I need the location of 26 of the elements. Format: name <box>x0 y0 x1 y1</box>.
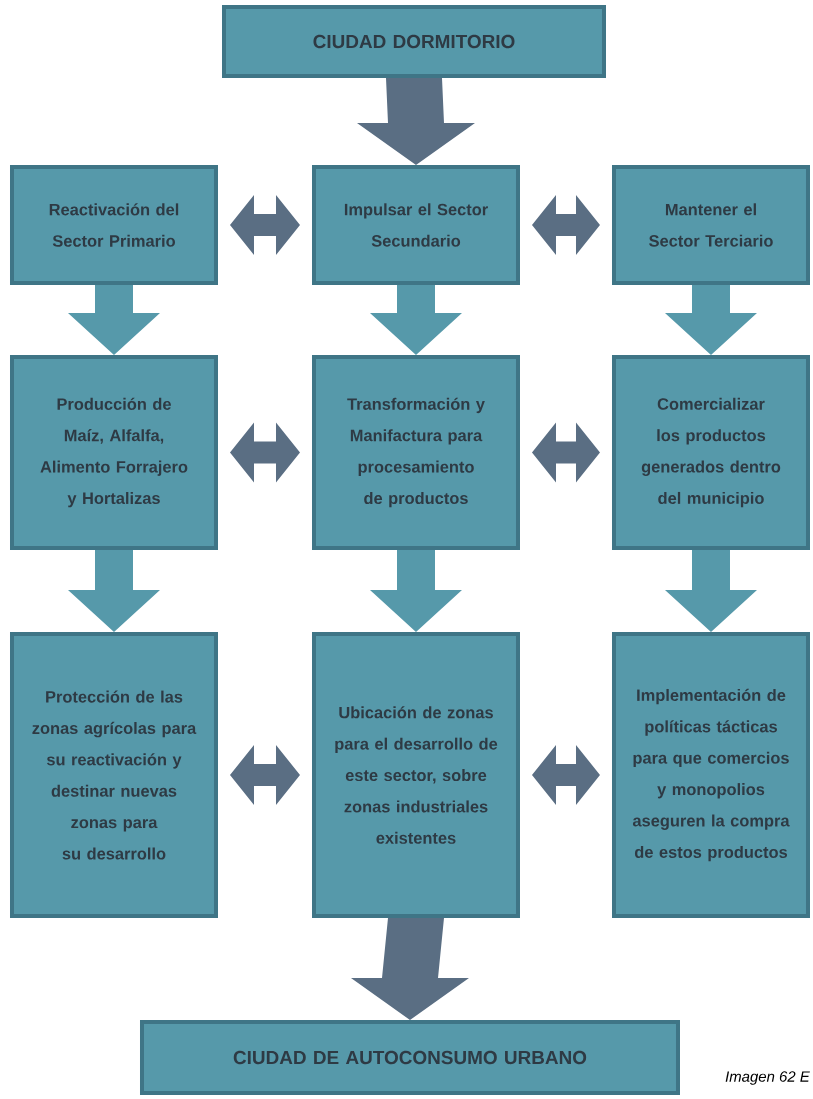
process-box: CIUDAD DE AUTOCONSUMO URBANO <box>140 1020 680 1095</box>
process-box: Comercializar los productos generados dentro del municipio <box>612 355 810 550</box>
block-arrow <box>532 745 600 805</box>
block-arrow <box>370 285 462 355</box>
block-arrow <box>68 285 160 355</box>
block-arrow <box>665 285 757 355</box>
process-box: Transformación y Manifactura para procesamiento de productos <box>312 355 520 550</box>
process-box: Mantener el Sector Terciario <box>612 165 810 285</box>
process-box: Ubicación de zonas para el desarrollo de este sector, sobre zonas industriales existentes <box>312 632 520 918</box>
process-box: Implementación de políticas tácticas para que comercios y monopolios aseguren la compra de estos productos <box>612 632 810 918</box>
block-arrow <box>665 550 757 632</box>
process-box: Reactivación del Sector Primario <box>10 165 218 285</box>
block-arrow <box>230 422 300 483</box>
block-arrow <box>351 918 469 1020</box>
block-arrow <box>532 422 600 483</box>
process-box: CIUDAD DORMITORIO <box>222 5 606 78</box>
caption: Imagen 62 E <box>725 1071 810 1085</box>
process-box: Impulsar el Sector Secundario <box>312 165 520 285</box>
block-arrow <box>68 550 160 632</box>
block-arrow <box>357 78 475 165</box>
block-arrow <box>370 550 462 632</box>
process-box: Protección de las zonas agrícolas para su reactivación y destinar nuevas zonas para su desarrollo <box>10 632 218 918</box>
block-arrow <box>230 745 300 805</box>
process-box: Producción de Maíz, Alfalfa, Alimento Forrajero y Hortalizas <box>10 355 218 550</box>
block-arrow <box>532 195 600 255</box>
block-arrow <box>230 195 300 255</box>
